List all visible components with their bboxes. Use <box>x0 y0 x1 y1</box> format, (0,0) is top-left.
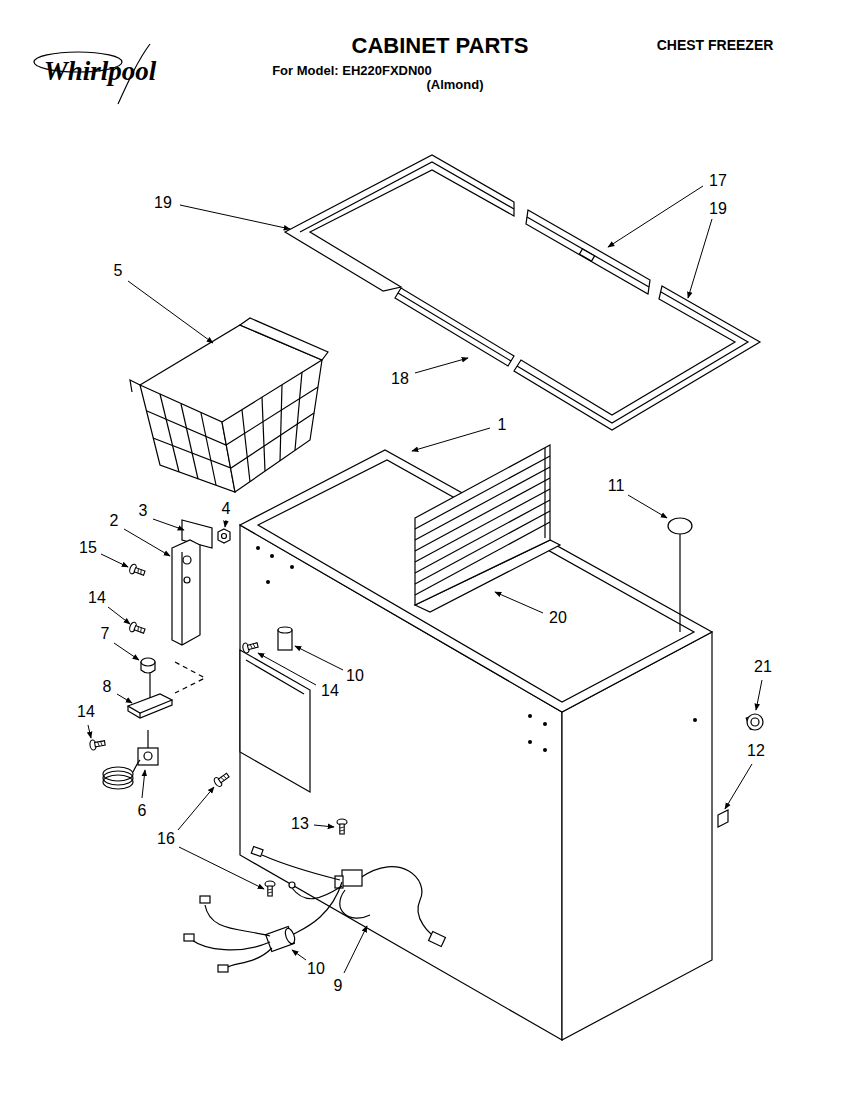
callout-number: 17 <box>708 172 728 190</box>
divider-panel <box>415 445 560 612</box>
callout-number: 15 <box>78 539 98 557</box>
brand-logo: Whirlpool <box>43 57 158 87</box>
callout-number: 12 <box>746 742 766 760</box>
callout-number: 11 <box>607 477 626 495</box>
callout-number: 13 <box>290 815 310 833</box>
callout-number: 16 <box>156 830 176 848</box>
page-title: CABINET PARTS <box>351 34 530 58</box>
callout-number: 3 <box>138 502 149 520</box>
gasket-frame <box>285 155 760 430</box>
side-parts <box>718 714 763 827</box>
hinge-parts <box>89 520 230 789</box>
callout-number: 5 <box>113 262 124 280</box>
relay-parts <box>242 627 292 654</box>
drain-plug <box>668 518 692 632</box>
callout-number: 14 <box>87 589 107 607</box>
model-number: For Model: EH220FXDN00 <box>271 64 433 78</box>
callout-number: 7 <box>100 625 111 643</box>
callout-number: 6 <box>137 802 148 820</box>
callout-number: 10 <box>345 667 365 685</box>
leader-lines <box>88 186 762 973</box>
model-color: (Almond) <box>425 78 484 92</box>
callout-number: 9 <box>333 977 344 995</box>
callout-number: 21 <box>753 658 773 676</box>
callout-number: 18 <box>390 370 410 388</box>
product-type: CHEST FREEZER <box>656 38 775 53</box>
wiring-harness <box>184 847 445 972</box>
callout-number: 8 <box>102 678 113 696</box>
callout-number: 4 <box>221 500 232 518</box>
callout-number: 14 <box>76 703 96 721</box>
callout-number: 20 <box>548 609 568 627</box>
callout-number: 19 <box>153 194 173 212</box>
callout-number: 10 <box>306 960 326 978</box>
wire-basket <box>130 318 328 492</box>
callout-number: 19 <box>708 200 728 218</box>
callout-number: 1 <box>497 416 508 434</box>
callout-number: 2 <box>109 512 120 530</box>
callout-number: 14 <box>320 682 340 700</box>
